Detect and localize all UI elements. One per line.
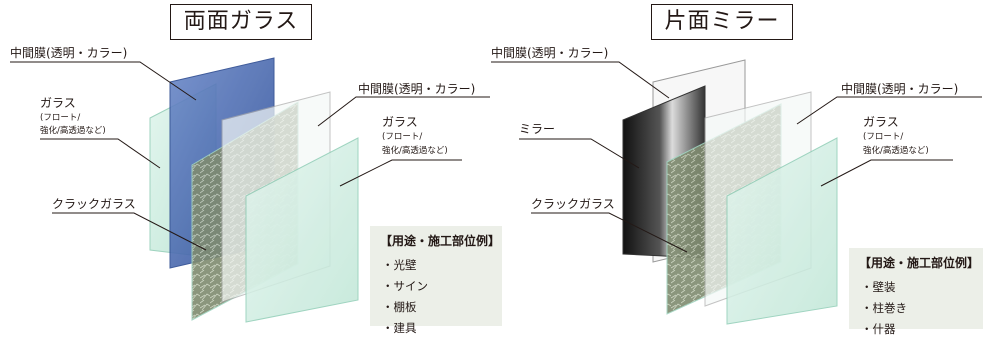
interlayer-leader [491,61,670,99]
interlayer-label-b: 中間膜(透明・カラー) [841,82,959,96]
glass-leader [40,138,161,169]
interlayer-b-leader [796,96,982,125]
interlayer-label-b: 中間膜(透明・カラー) [358,82,476,96]
page-title-double: 両面ガラス [170,4,312,40]
usage-item: ・建具 [382,321,417,335]
glass-sub-b1: (フロート/ [382,132,423,142]
glass-sub-b2: 強化/高透過など) [863,146,929,156]
interlayer-b-leader [317,96,490,127]
mirror-leader [519,138,640,169]
usage-item: ・什器 [861,322,896,336]
glass-sub-b2: 強化/高透過など) [382,146,448,156]
glass-sub-2: 強化/高透過など) [40,126,106,136]
usage-title: 【用途・施工部位例】 [859,256,980,270]
double-glass-panel: 両面ガラス 中間膜(透明・カラー) ガラス (フロート/ 強化/高透過など) 中… [0,0,502,335]
crack-glass-label: クラックガラス [531,197,615,211]
single-mirror-panel: 片面ミラー 中間膜(透明・カラー) ミラー 中間膜(透明・カラー) ガラス (フ… [491,0,983,336]
usage-box: 【用途・施工部位例】 ・光壁 ・サイン ・棚板 ・建具 [370,226,502,335]
usage-title: 【用途・施工部位例】 [380,234,501,248]
single-mirror-illustration [491,59,982,325]
glass-b-leader [339,159,462,187]
glass-sub-1: (フロート/ [40,113,81,123]
usage-item: ・柱巻き [861,301,907,315]
usage-item: ・棚板 [382,300,417,314]
interlayer-label: 中間膜(透明・カラー) [491,46,609,60]
usage-item: ・サイン [382,279,428,293]
front-glass-sheet [726,137,838,325]
usage-item: ・壁装 [861,280,896,294]
glass-label-b: ガラス [382,115,418,129]
glass-sub-b1: (フロート/ [863,132,904,142]
crack-leader [52,212,207,251]
usage-box: 【用途・施工部位例】 ・壁装 ・柱巻き ・什器 [849,248,983,336]
glass-label-b: ガラス [863,115,899,129]
crack-leader [531,212,688,253]
interlayer-leader [10,61,197,101]
usage-item: ・光壁 [382,258,417,272]
front-glass-sheet [245,137,359,323]
page-title-mirror: 片面ミラー [651,4,793,40]
double-glass-illustration [10,57,490,323]
interlayer-label: 中間膜(透明・カラー) [10,46,128,60]
mirror-label: ミラー [519,122,556,136]
glass-b-leader [820,159,953,187]
glass-label: ガラス [40,96,76,110]
crack-glass-label: クラックガラス [52,197,136,211]
